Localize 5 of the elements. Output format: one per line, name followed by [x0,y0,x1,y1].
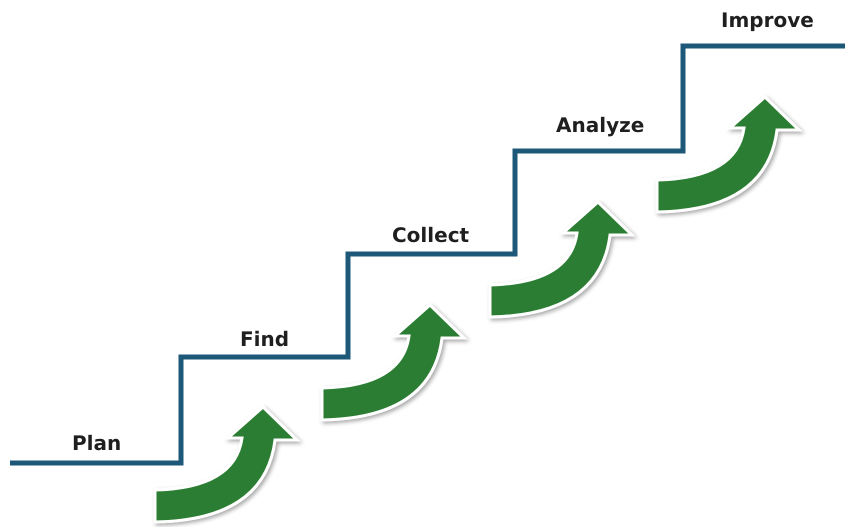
step-label: Plan [72,431,122,455]
step-label: Analyze [556,113,644,137]
step-label: Improve [721,8,814,32]
step-label: Find [240,327,290,351]
step-label: Collect [392,223,470,247]
